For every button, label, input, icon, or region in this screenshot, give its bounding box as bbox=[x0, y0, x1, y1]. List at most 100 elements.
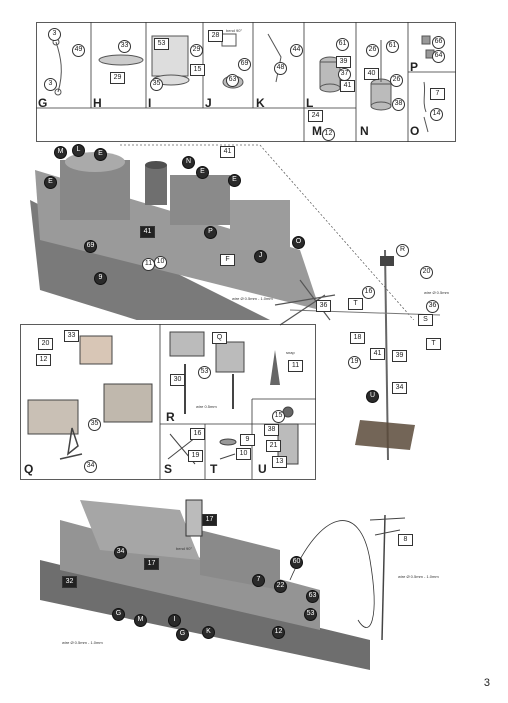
part-callout: 64 bbox=[432, 50, 445, 63]
part-box: 20 bbox=[38, 338, 53, 350]
panel-letter-o: O bbox=[410, 124, 420, 138]
bottom-label: 63 bbox=[306, 590, 319, 603]
ship-label: E bbox=[228, 174, 241, 187]
ship-label: J bbox=[254, 250, 267, 263]
panel-letter-p: P bbox=[410, 60, 419, 74]
mast-label-box: 11 bbox=[288, 360, 303, 372]
mast-illustration bbox=[270, 249, 441, 461]
part-box: 19 bbox=[188, 450, 203, 462]
panel-letter-s: S bbox=[164, 462, 173, 476]
mast-label: 19 bbox=[348, 356, 361, 369]
part-callout: 61 bbox=[336, 38, 349, 51]
wire-note: wire Ø 0.5mm bbox=[424, 290, 449, 295]
bottom-label: G bbox=[112, 608, 125, 621]
part-callout: 29 bbox=[190, 44, 203, 57]
bottom-label: 53 bbox=[304, 608, 317, 621]
part-box: 41 bbox=[340, 80, 355, 92]
ship-label: N bbox=[182, 156, 195, 169]
panel-letter-k: K bbox=[256, 96, 265, 110]
part-box: 16 bbox=[190, 428, 205, 440]
wire-note: wire Ø 0.5mm - 1.0mm bbox=[62, 640, 103, 645]
part-callout: 49 bbox=[72, 44, 85, 57]
panel-letter-r: R bbox=[166, 410, 175, 424]
bottom-label-box: 17 bbox=[202, 514, 217, 526]
part-callout: 3 bbox=[44, 78, 57, 91]
part-box: 30 bbox=[170, 374, 185, 386]
ship-label: M bbox=[54, 146, 67, 159]
bottom-ship-illustration bbox=[40, 499, 406, 670]
panel-letter-l: L bbox=[306, 96, 314, 110]
part-callout: 26 bbox=[390, 74, 403, 87]
mast-label-box: 39 bbox=[392, 350, 407, 362]
middle-panels-frame bbox=[20, 324, 316, 480]
ship-label: E bbox=[94, 148, 107, 161]
wire-note: wire 0.5mm bbox=[196, 404, 217, 409]
bottom-label: G bbox=[176, 628, 189, 641]
mast-label-box: 18 bbox=[350, 332, 365, 344]
part-callout: 35 bbox=[88, 418, 101, 431]
ship-label: E bbox=[196, 166, 209, 179]
bend-note: bend 90° bbox=[176, 546, 193, 551]
mast-label-box: 36 bbox=[316, 300, 331, 312]
ship-label: E bbox=[44, 176, 57, 189]
bottom-label: M bbox=[134, 614, 147, 627]
part-box: 38 bbox=[264, 424, 279, 436]
mast-label-box: S bbox=[418, 314, 433, 326]
part-callout: 15 bbox=[272, 410, 285, 423]
panel-letter-u: U bbox=[258, 462, 267, 476]
bottom-label: 22 bbox=[274, 580, 287, 593]
mast-label-box: 41 bbox=[370, 348, 385, 360]
panel-letter-g: G bbox=[38, 96, 48, 110]
part-box: 29 bbox=[110, 72, 125, 84]
mast-label-box: T bbox=[426, 338, 441, 350]
part-box: 7 bbox=[430, 88, 445, 100]
bottom-label: I bbox=[168, 614, 181, 627]
bend-note: bend 90° bbox=[226, 28, 243, 33]
part-callout: 33 bbox=[118, 40, 131, 53]
page-number: 3 bbox=[483, 677, 490, 689]
snap-note: snap bbox=[286, 350, 295, 355]
wire-note: wire Ø 0.5mm - 1.0mm bbox=[398, 574, 439, 579]
bottom-label-box: 8 bbox=[398, 534, 413, 546]
mast-label-box: T bbox=[348, 298, 363, 310]
bottom-label: 7 bbox=[252, 574, 265, 587]
ship-label-box: 41 bbox=[140, 226, 155, 238]
mast-label-box: 34 bbox=[392, 382, 407, 394]
panel-letter-m: M bbox=[312, 124, 322, 138]
ship-label-box: F bbox=[220, 254, 235, 266]
part-box: 40 bbox=[364, 68, 379, 80]
part-callout: 66 bbox=[432, 36, 445, 49]
part-callout: 44 bbox=[290, 44, 303, 57]
part-box: 39 bbox=[336, 56, 351, 68]
bottom-label-box: 32 bbox=[62, 576, 77, 588]
panel-letter-j: J bbox=[205, 96, 212, 110]
panel-letter-n: N bbox=[360, 124, 369, 138]
wire-note: wire Ø 0.5mm - 1.0mm bbox=[232, 296, 273, 301]
part-callout: 69 bbox=[238, 58, 251, 71]
part-callout: 26 bbox=[366, 44, 379, 57]
bottom-label: 12 bbox=[272, 626, 285, 639]
mast-label: 36 bbox=[426, 300, 439, 313]
part-box: 24 bbox=[308, 110, 323, 122]
panel-letter-h: H bbox=[93, 96, 102, 110]
part-box: 9 bbox=[240, 434, 255, 446]
part-callout: 48 bbox=[274, 62, 287, 75]
mast-label: U bbox=[366, 390, 379, 403]
part-callout: 34 bbox=[84, 460, 97, 473]
ship-label: L bbox=[72, 144, 85, 157]
panel-letter-q: Q bbox=[24, 462, 34, 476]
part-box: 33 bbox=[64, 330, 79, 342]
part-box: 10 bbox=[236, 448, 251, 460]
part-callout: 53 bbox=[198, 366, 211, 379]
bottom-label: 60 bbox=[290, 556, 303, 569]
part-callout: 63 bbox=[226, 74, 239, 87]
bottom-label-box: 17 bbox=[144, 558, 159, 570]
panel-letter-i: I bbox=[148, 96, 152, 110]
part-box: 12 bbox=[36, 354, 51, 366]
ship-label: O bbox=[292, 236, 305, 249]
ship-label: 11 bbox=[142, 258, 155, 271]
ship-label: P bbox=[204, 226, 217, 239]
ship-label: 69 bbox=[84, 240, 97, 253]
part-box: 28 bbox=[208, 30, 223, 42]
mast-label: 16 bbox=[362, 286, 375, 299]
